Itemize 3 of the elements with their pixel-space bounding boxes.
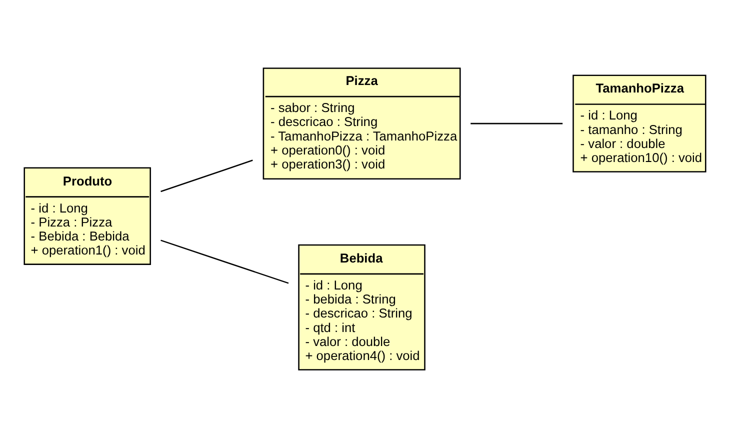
connector xyxy=(470,122,563,124)
connector xyxy=(160,160,253,192)
connector xyxy=(160,240,289,284)
